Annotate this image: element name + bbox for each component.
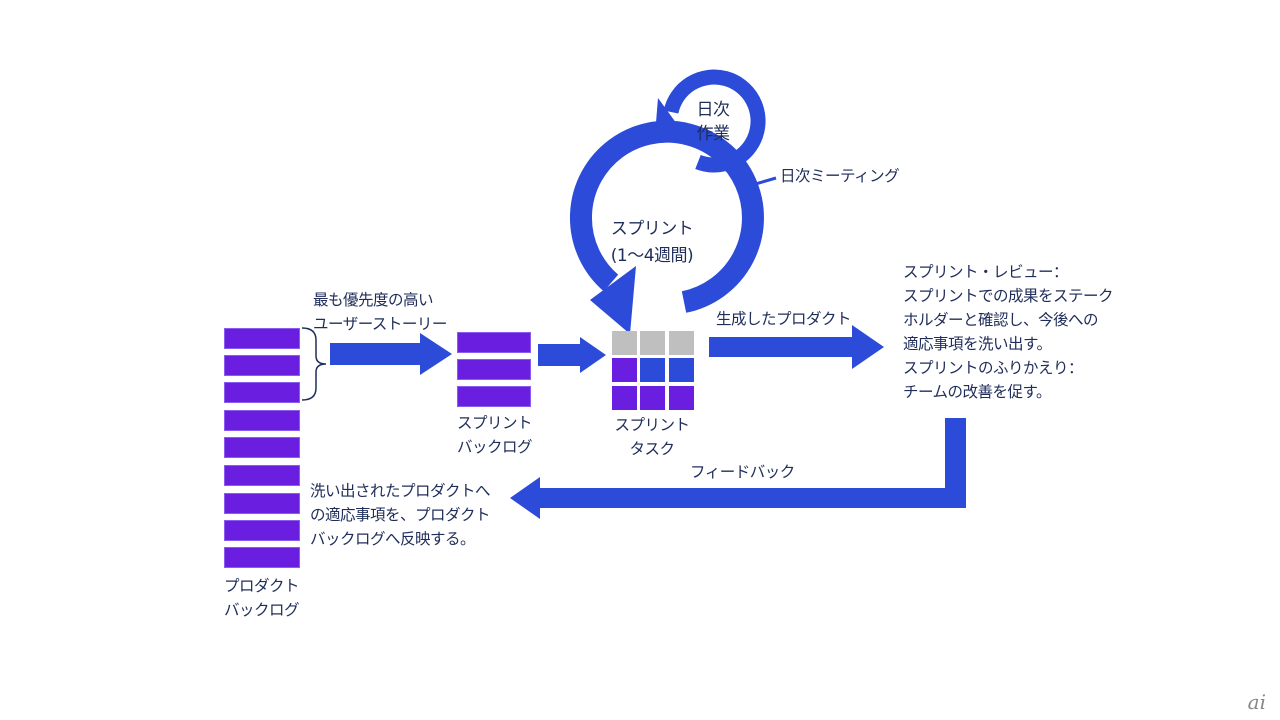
backlog-item bbox=[224, 493, 300, 514]
sprint-backlog-item bbox=[457, 386, 531, 407]
reflect-line: バックログへ反映する。 bbox=[310, 530, 476, 548]
sprint-backlog-label: スプリント バックログ bbox=[457, 411, 533, 459]
sprint-line: スプリント bbox=[610, 219, 694, 239]
backlog-item bbox=[224, 520, 300, 541]
task-cell-done bbox=[669, 386, 694, 410]
task-cell-doing bbox=[640, 358, 665, 382]
arrow-to-sprint-backlog bbox=[330, 333, 452, 375]
top-priority-line: ユーザーストーリー bbox=[313, 315, 447, 333]
sprint-task-label: スプリント タスク bbox=[602, 413, 702, 461]
sprint-duration: (1〜4週間) bbox=[610, 246, 694, 266]
daily-work-line: 作業 bbox=[696, 124, 731, 144]
sprint-cycle-arrowhead bbox=[590, 266, 636, 334]
task-cell-done bbox=[640, 386, 665, 410]
daily-work-label: 日次 作業 bbox=[688, 98, 738, 146]
sprint-task-line: タスク bbox=[629, 440, 675, 458]
task-cell-todo bbox=[640, 331, 665, 355]
product-backlog-label: プロダクト バックログ bbox=[224, 574, 300, 622]
daily-meeting-label: 日次ミーティング bbox=[780, 167, 900, 185]
feedback-arrow bbox=[510, 418, 966, 519]
arrow-to-sprint-task bbox=[538, 337, 606, 373]
review-description: スプリント・レビュー： スプリントでの成果をステーク ホルダーと確認し、今後への… bbox=[903, 260, 1114, 404]
task-cell-todo bbox=[612, 331, 637, 355]
review-line: 適応事項を洗い出す。 bbox=[903, 335, 1052, 353]
arrow-generated-product bbox=[709, 325, 884, 369]
backlog-item bbox=[224, 382, 300, 403]
daily-cycle-ring bbox=[663, 69, 766, 173]
backlog-item bbox=[224, 410, 300, 431]
backlog-item bbox=[224, 355, 300, 376]
task-cell-done bbox=[612, 358, 637, 382]
review-line: スプリントでの成果をステーク bbox=[903, 287, 1114, 305]
reflect-line: の適応事項を、プロダクト bbox=[310, 506, 491, 524]
sprint-backlog-line: バックログ bbox=[457, 438, 533, 456]
daily-meeting-pointer bbox=[751, 176, 777, 187]
brace bbox=[301, 327, 327, 401]
backlog-item bbox=[224, 437, 300, 458]
daily-work-line: 日次 bbox=[696, 100, 731, 120]
top-priority-label: 最も優先度の高い ユーザーストーリー bbox=[313, 288, 447, 336]
review-line: チームの改善を促す。 bbox=[903, 383, 1052, 401]
backlog-item bbox=[224, 465, 300, 486]
review-line: スプリント・レビュー： bbox=[903, 263, 1069, 281]
daily-cycle-arrowhead bbox=[655, 98, 690, 142]
sprint-backlog-line: スプリント bbox=[457, 414, 533, 432]
generated-product-label: 生成したプロダクト bbox=[716, 310, 852, 328]
sprint-backlog-item bbox=[457, 359, 531, 380]
sprint-cycle-ring bbox=[570, 120, 764, 313]
product-backlog-line: バックログ bbox=[224, 601, 300, 619]
backlog-item bbox=[224, 328, 300, 349]
task-cell-done bbox=[612, 386, 637, 410]
ai-logo: ai bbox=[1247, 690, 1266, 714]
reflect-description: 洗い出されたプロダクトへ の適応事項を、プロダクト バックログへ反映する。 bbox=[310, 479, 491, 551]
feedback-label: フィードバック bbox=[690, 463, 795, 481]
sprint-backlog-item bbox=[457, 332, 531, 353]
review-line: スプリントのふりかえり： bbox=[903, 359, 1084, 377]
backlog-item bbox=[224, 547, 300, 568]
task-cell-doing bbox=[669, 358, 694, 382]
review-line: ホルダーと確認し、今後への bbox=[903, 311, 1099, 329]
product-backlog-line: プロダクト bbox=[224, 577, 300, 595]
task-cell-todo bbox=[669, 331, 694, 355]
top-priority-line: 最も優先度の高い bbox=[313, 291, 434, 309]
sprint-task-line: スプリント bbox=[614, 416, 690, 434]
sprint-label: スプリント (1〜4週間) bbox=[592, 216, 712, 270]
reflect-line: 洗い出されたプロダクトへ bbox=[310, 482, 491, 500]
